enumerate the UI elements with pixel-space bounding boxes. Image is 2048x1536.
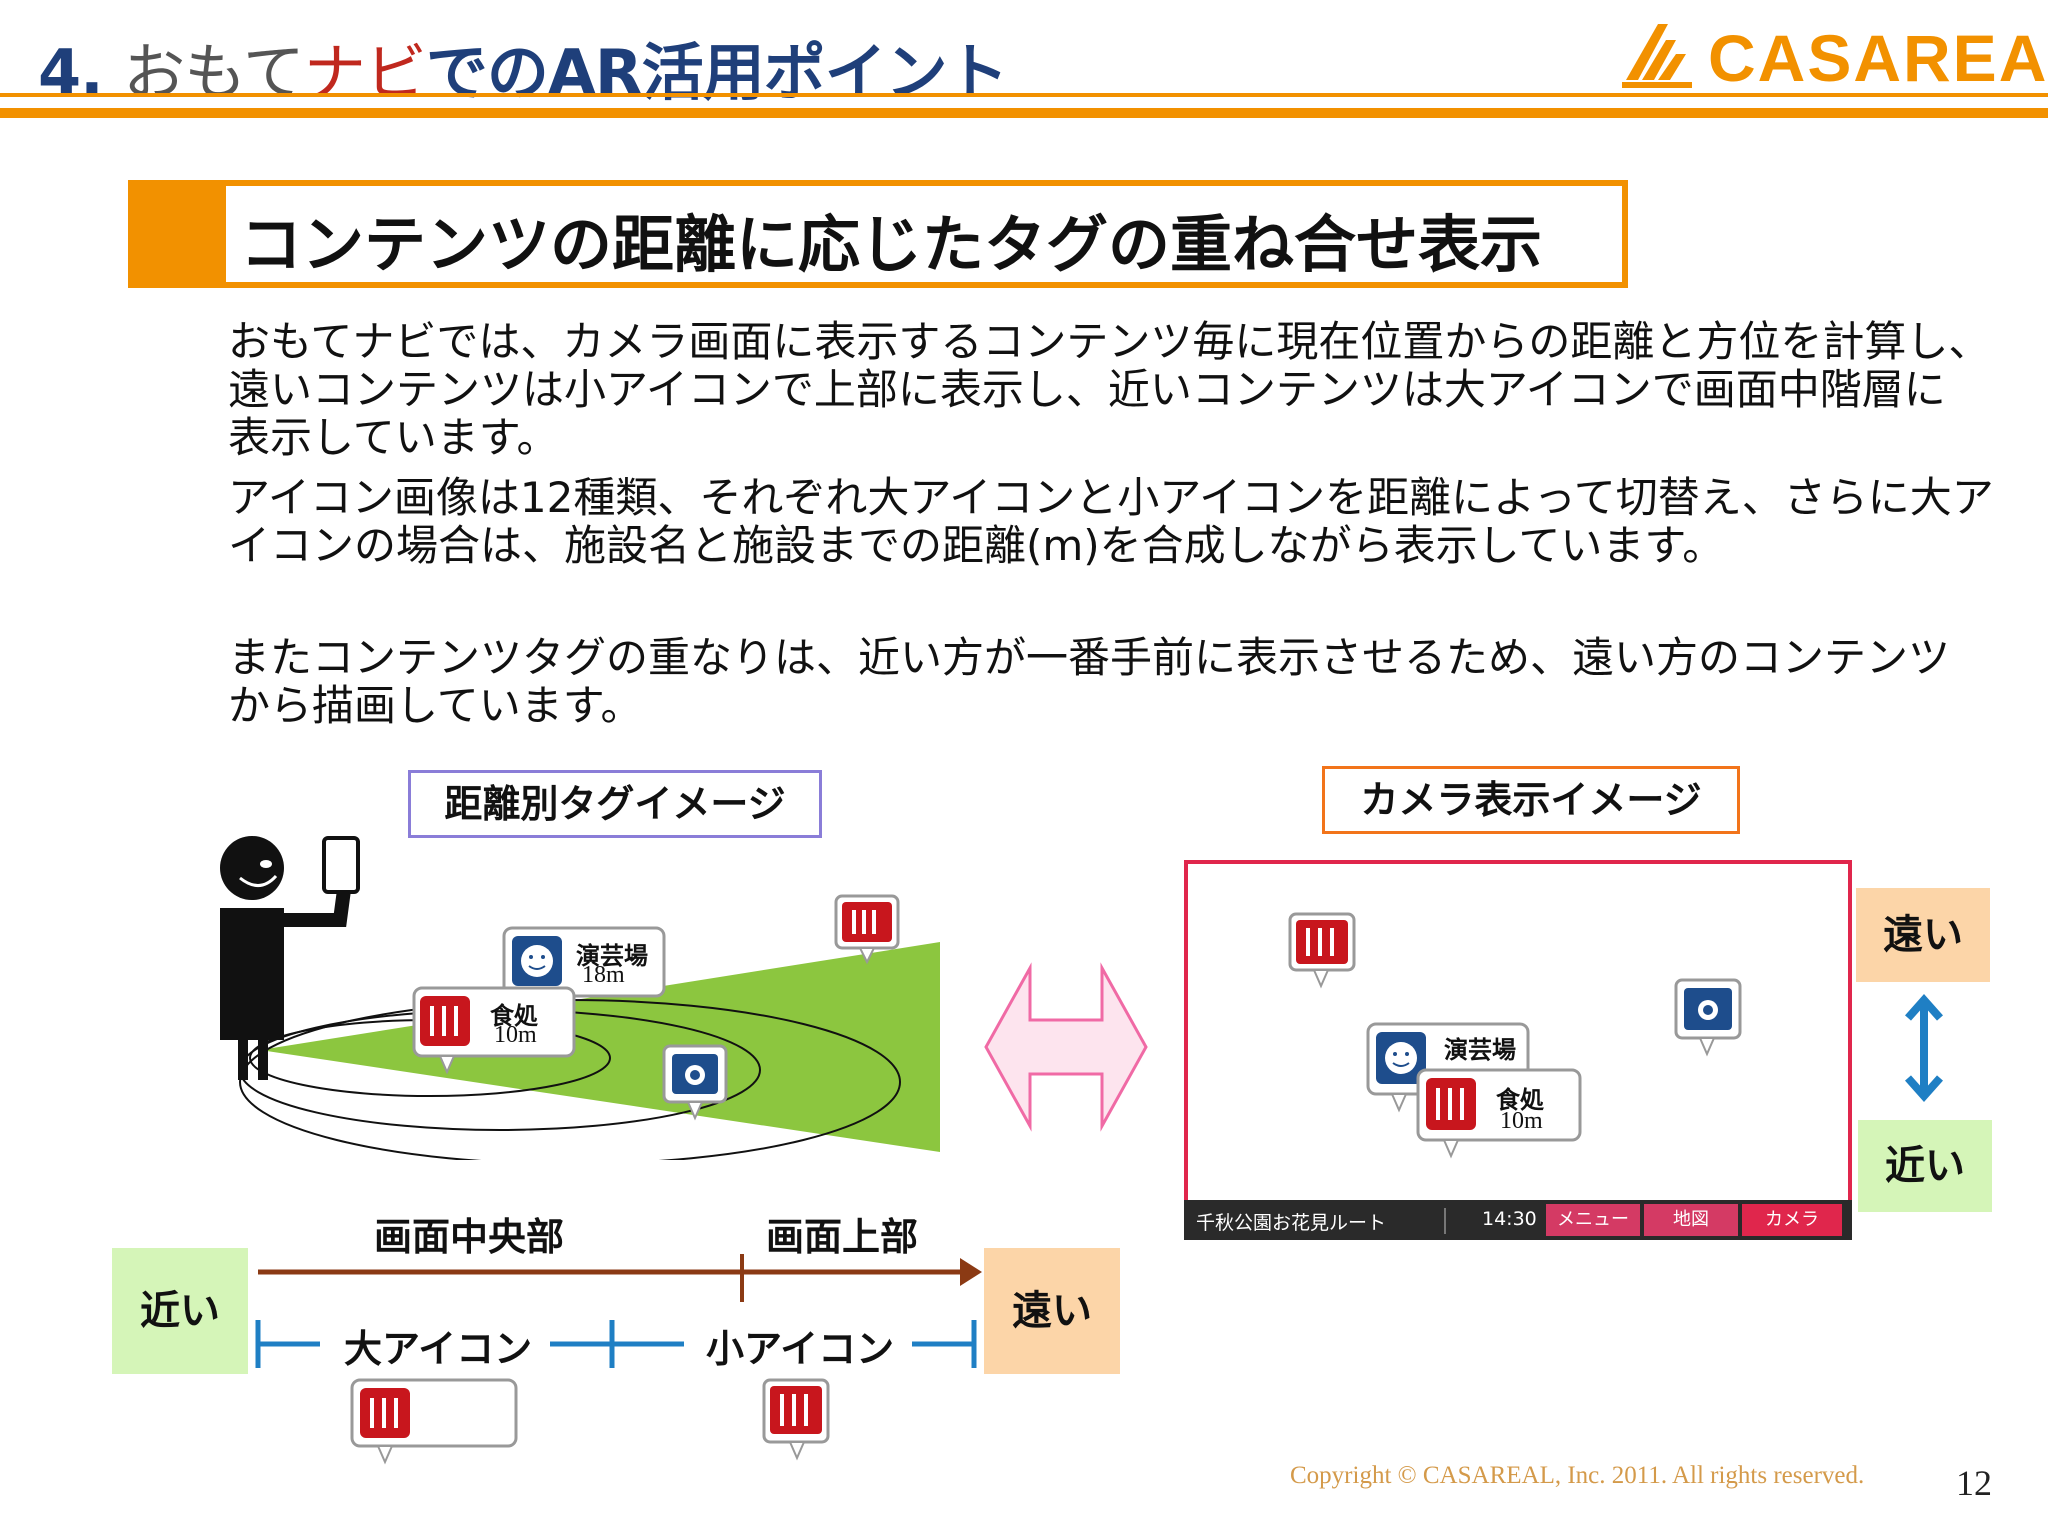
far-box-bottom: 遠い: [984, 1248, 1120, 1374]
copyright: Copyright © CASAREAL, Inc. 2011. All rig…: [1290, 1462, 1865, 1489]
vertical-double-arrow-icon: [1905, 993, 1943, 1103]
clock-time: 14:30: [1482, 1208, 1537, 1230]
distance-scale: [255, 1254, 982, 1368]
theater-tag-distance: 18m: [582, 962, 625, 988]
title-part-navi: ナビ: [303, 36, 427, 109]
camera-tag: [662, 1044, 728, 1121]
double-arrow-icon: [984, 962, 1148, 1132]
small-icon-label: 小アイコン: [706, 1327, 895, 1371]
small-icon-sample: [762, 1378, 830, 1461]
screen-theater-name: 演芸場: [1444, 1036, 1516, 1064]
large-icon-label: 大アイコン: [344, 1327, 533, 1371]
section-title-background: [226, 186, 1622, 282]
paragraph-3-line-1: またコンテンツタグの重なりは、近い方が一番手前に表示させるため、遠い方のコンテン…: [228, 633, 1951, 682]
header-rule-thick: [0, 108, 2048, 118]
logo-text: CASAREAL: [1708, 21, 2048, 95]
page-number: 12: [1956, 1463, 1992, 1503]
paragraph-1-line-2: 遠いコンテンツは小アイコンで上部に表示し、近いコンテンツは大アイコンで画面中階層…: [228, 365, 1946, 414]
distance-diagram: [220, 836, 940, 1160]
screen-food-name: 食処: [1496, 1086, 1544, 1114]
casareal-logo: CASAREAL: [1618, 18, 2048, 95]
map-tab[interactable]: 地図: [1644, 1204, 1738, 1236]
menu-tab[interactable]: メニュー: [1546, 1204, 1640, 1236]
title-part-omote: おもて: [123, 36, 305, 109]
section-title: コンテンツの距離に応じたタグの重ね合せ表示: [240, 208, 1543, 281]
app-bottom-bar: [1184, 1200, 1852, 1240]
far-box-right: 遠い: [1856, 888, 1990, 982]
near-box-right: 近い: [1858, 1120, 1992, 1212]
screen-far-restaurant-tag: [1288, 912, 1356, 989]
large-icon-sample: [350, 1378, 518, 1465]
icon-size-ranges: [255, 1320, 977, 1368]
camera-tab[interactable]: カメラ: [1742, 1204, 1842, 1236]
food-tag: [412, 986, 576, 1075]
far-restaurant-tag: [834, 894, 900, 965]
screen-food-distance: 10m: [1500, 1108, 1543, 1134]
person-with-phone-icon: [220, 836, 360, 1080]
screen-camera-tag: [1674, 978, 1742, 1057]
screen-top-label: 画面上部: [766, 1215, 919, 1259]
theater-tag-name: 演芸場: [576, 942, 648, 970]
food-tag-distance: 10m: [494, 1022, 537, 1048]
paragraph-2-line-1: アイコン画像は12種類、それぞれ大アイコンと小アイコンを距離によって切替え、さら…: [228, 473, 1994, 522]
paragraph-3-line-2: から描画しています。: [228, 681, 643, 730]
slide-title: 4. おもてナビでのAR活用ポイント: [38, 22, 1009, 112]
field-of-view: [260, 942, 940, 1152]
screen-center-label: 画面中央部: [374, 1215, 565, 1259]
distance-axis-arrowhead: [960, 1258, 982, 1286]
bar-divider: [1444, 1208, 1446, 1234]
camera-screen-tags: [1288, 912, 1742, 1159]
slide-number: 4.: [38, 36, 104, 109]
distance-tag-image-label: 距離別タグイメージ: [408, 770, 822, 838]
header-rule-thin: [0, 93, 2048, 97]
title-part-ar: でのAR活用ポイント: [425, 36, 1009, 109]
paragraph-1-line-3: 表示しています。: [228, 413, 559, 462]
camera-display-image-label: カメラ表示イメージ: [1322, 766, 1740, 834]
screen-food-tag: [1416, 1068, 1582, 1159]
paragraph-2-line-2: イコンの場合は、施設名と施設までの距離(m)を合成しながら表示しています。: [228, 521, 1725, 570]
paragraph-1-line-1: おもてナビでは、カメラ画面に表示するコンテンツ毎に現在位置からの距離と方位を計算…: [228, 317, 1991, 366]
near-box-bottom: 近い: [112, 1248, 248, 1374]
food-tag-name: 食処: [490, 1002, 538, 1030]
route-name: 千秋公園お花見ルート: [1196, 1212, 1387, 1234]
logo-mark-icon: [1622, 24, 1692, 88]
theater-tag: [502, 926, 666, 1013]
